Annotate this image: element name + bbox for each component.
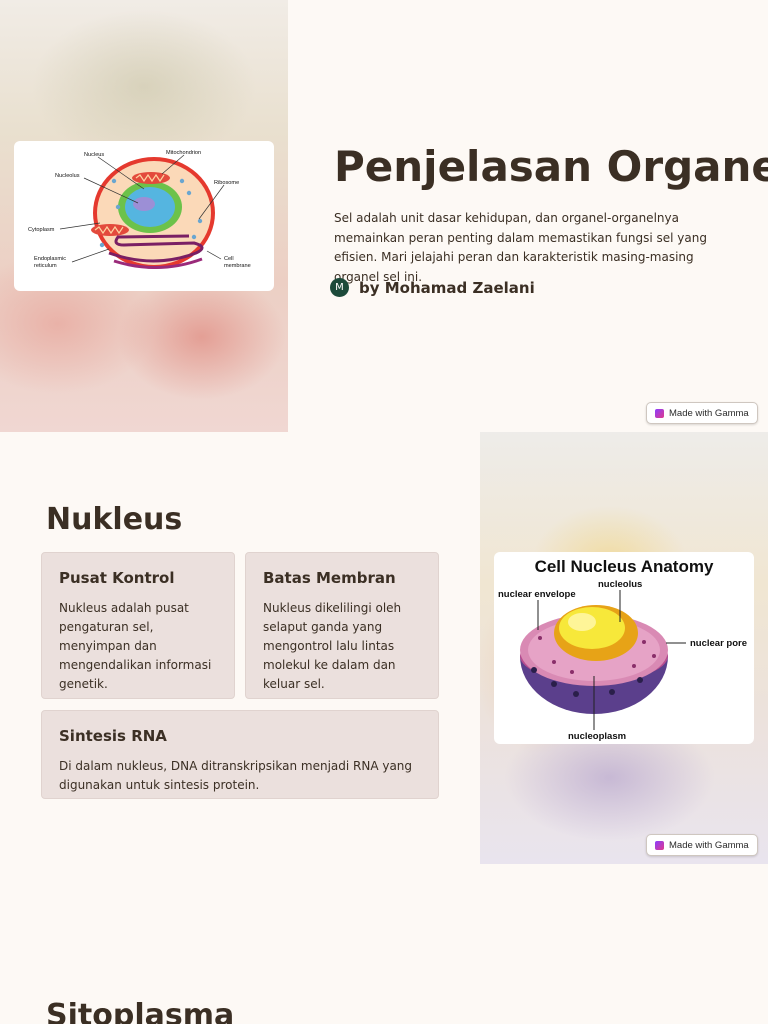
author-name: by Mohamad Zaelani <box>359 278 535 297</box>
title-slide: Nucleus Mitochondrion Nucleolus Ribosome… <box>0 0 768 432</box>
label-nuclear-envelope: nuclear envelope <box>498 589 576 600</box>
info-card-pusat-kontrol: Pusat Kontrol Nukleus adalah pusat penga… <box>41 552 235 699</box>
made-with-gamma-button[interactable]: Made with Gamma <box>646 402 758 424</box>
label-membrane-1: Cell <box>224 256 234 262</box>
label-nucleus: Nucleus <box>84 152 104 158</box>
section-title-nukleus: Nukleus <box>46 502 183 537</box>
cytoplasm-slide: Sitoplasma <box>0 864 768 1024</box>
nucleolus-shape <box>133 197 155 211</box>
avatar: M <box>330 278 349 297</box>
gamma-logo-icon <box>655 408 664 418</box>
intro-description: Sel adalah unit dasar kehidupan, dan org… <box>334 211 707 284</box>
label-cytoplasm: Cytoplasm <box>28 227 55 233</box>
card-text: Di dalam nukleus, DNA ditranskripsikan m… <box>59 759 413 792</box>
gamma-badge-label: Made with Gamma <box>669 839 749 851</box>
author-byline: M by Mohamad Zaelani <box>330 278 535 297</box>
label-er-1: Endoplasmic <box>34 256 66 262</box>
label-mitochondrion: Mitochondrion <box>166 150 201 156</box>
er-shape <box>108 234 204 263</box>
er-shape-2 <box>113 257 203 269</box>
card-title: Pusat Kontrol <box>59 569 175 587</box>
animal-cell-diagram: Nucleus Mitochondrion Nucleolus Ribosome… <box>14 141 274 291</box>
card-title: Sintesis RNA <box>59 727 167 745</box>
card-text: Nukleus dikelilingi oleh selaput ganda y… <box>263 601 402 691</box>
made-with-gamma-button[interactable]: Made with Gamma <box>646 834 758 856</box>
label-ribosome: Ribosome <box>214 180 239 186</box>
label-nucleolus: Nucleolus <box>55 173 80 179</box>
section-title-sitoplasma: Sitoplasma <box>46 998 235 1024</box>
gamma-logo-icon <box>655 840 664 850</box>
info-card-sintesis-rna: Sintesis RNA Di dalam nukleus, DNA ditra… <box>41 710 439 799</box>
ribosome-dots <box>99 178 203 248</box>
page-title: Penjelasan Organel Sel <box>334 142 768 191</box>
gamma-badge-label: Made with Gamma <box>669 407 749 419</box>
label-er-2: reticulum <box>34 263 57 269</box>
label-nuclear-pore: nuclear pore <box>690 638 747 649</box>
card-title: Batas Membran <box>263 569 396 587</box>
card-text: Nukleus adalah pusat pengaturan sel, men… <box>59 601 212 691</box>
nucleus-anatomy-diagram: Cell Nucleus Anatomy <box>494 552 754 744</box>
mitochondrion-shape-2 <box>91 224 129 236</box>
mitochondrion-shape <box>132 172 170 184</box>
nucleus-slide: Nukleus Pusat Kontrol Nukleus adalah pus… <box>0 432 768 864</box>
info-card-batas-membran: Batas Membran Nukleus dikelilingi oleh s… <box>245 552 439 699</box>
label-nucleolus: nucleolus <box>598 579 642 590</box>
label-membrane-2: membrane <box>224 263 251 269</box>
label-nucleoplasm: nucleoplasm <box>568 731 626 742</box>
diagram-title: Cell Nucleus Anatomy <box>535 557 714 576</box>
